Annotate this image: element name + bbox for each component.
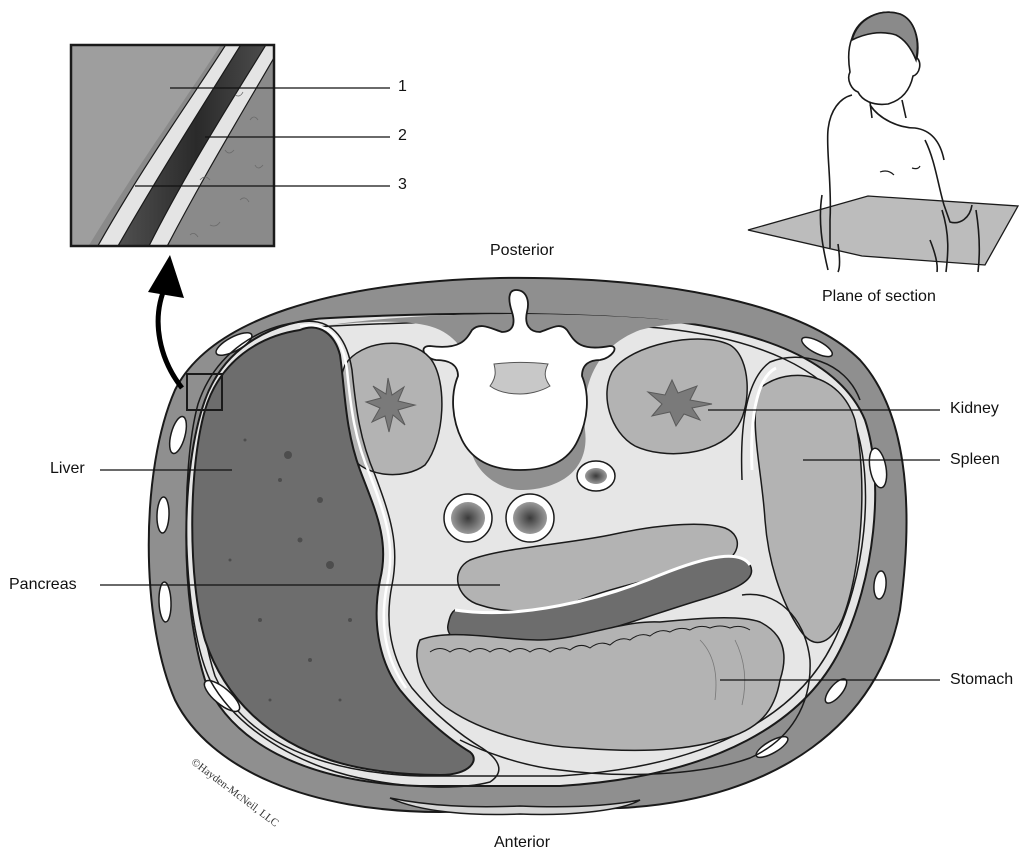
inset-label-1: 1: [398, 79, 407, 95]
section-plane: [748, 196, 1018, 265]
vertebral-canal: [490, 363, 550, 395]
kidney-label: Kidney: [950, 401, 999, 417]
person-figure: [748, 12, 1018, 272]
inset: [71, 30, 330, 260]
anterior-label: Anterior: [494, 835, 550, 851]
pancreas-label: Pancreas: [9, 577, 77, 593]
left-kidney: [607, 339, 747, 454]
inset-arrow: [158, 285, 182, 388]
plane-of-section-caption: Plane of section: [822, 289, 936, 305]
spleen-label: Spleen: [950, 452, 1000, 468]
liver-label: Liver: [50, 461, 85, 477]
posterior-label: Posterior: [490, 243, 554, 259]
inset-label-2: 2: [398, 128, 407, 144]
stomach-label: Stomach: [950, 672, 1013, 688]
inset-arrowhead: [148, 255, 184, 298]
inset-label-3: 3: [398, 177, 407, 193]
rib: [156, 497, 169, 533]
